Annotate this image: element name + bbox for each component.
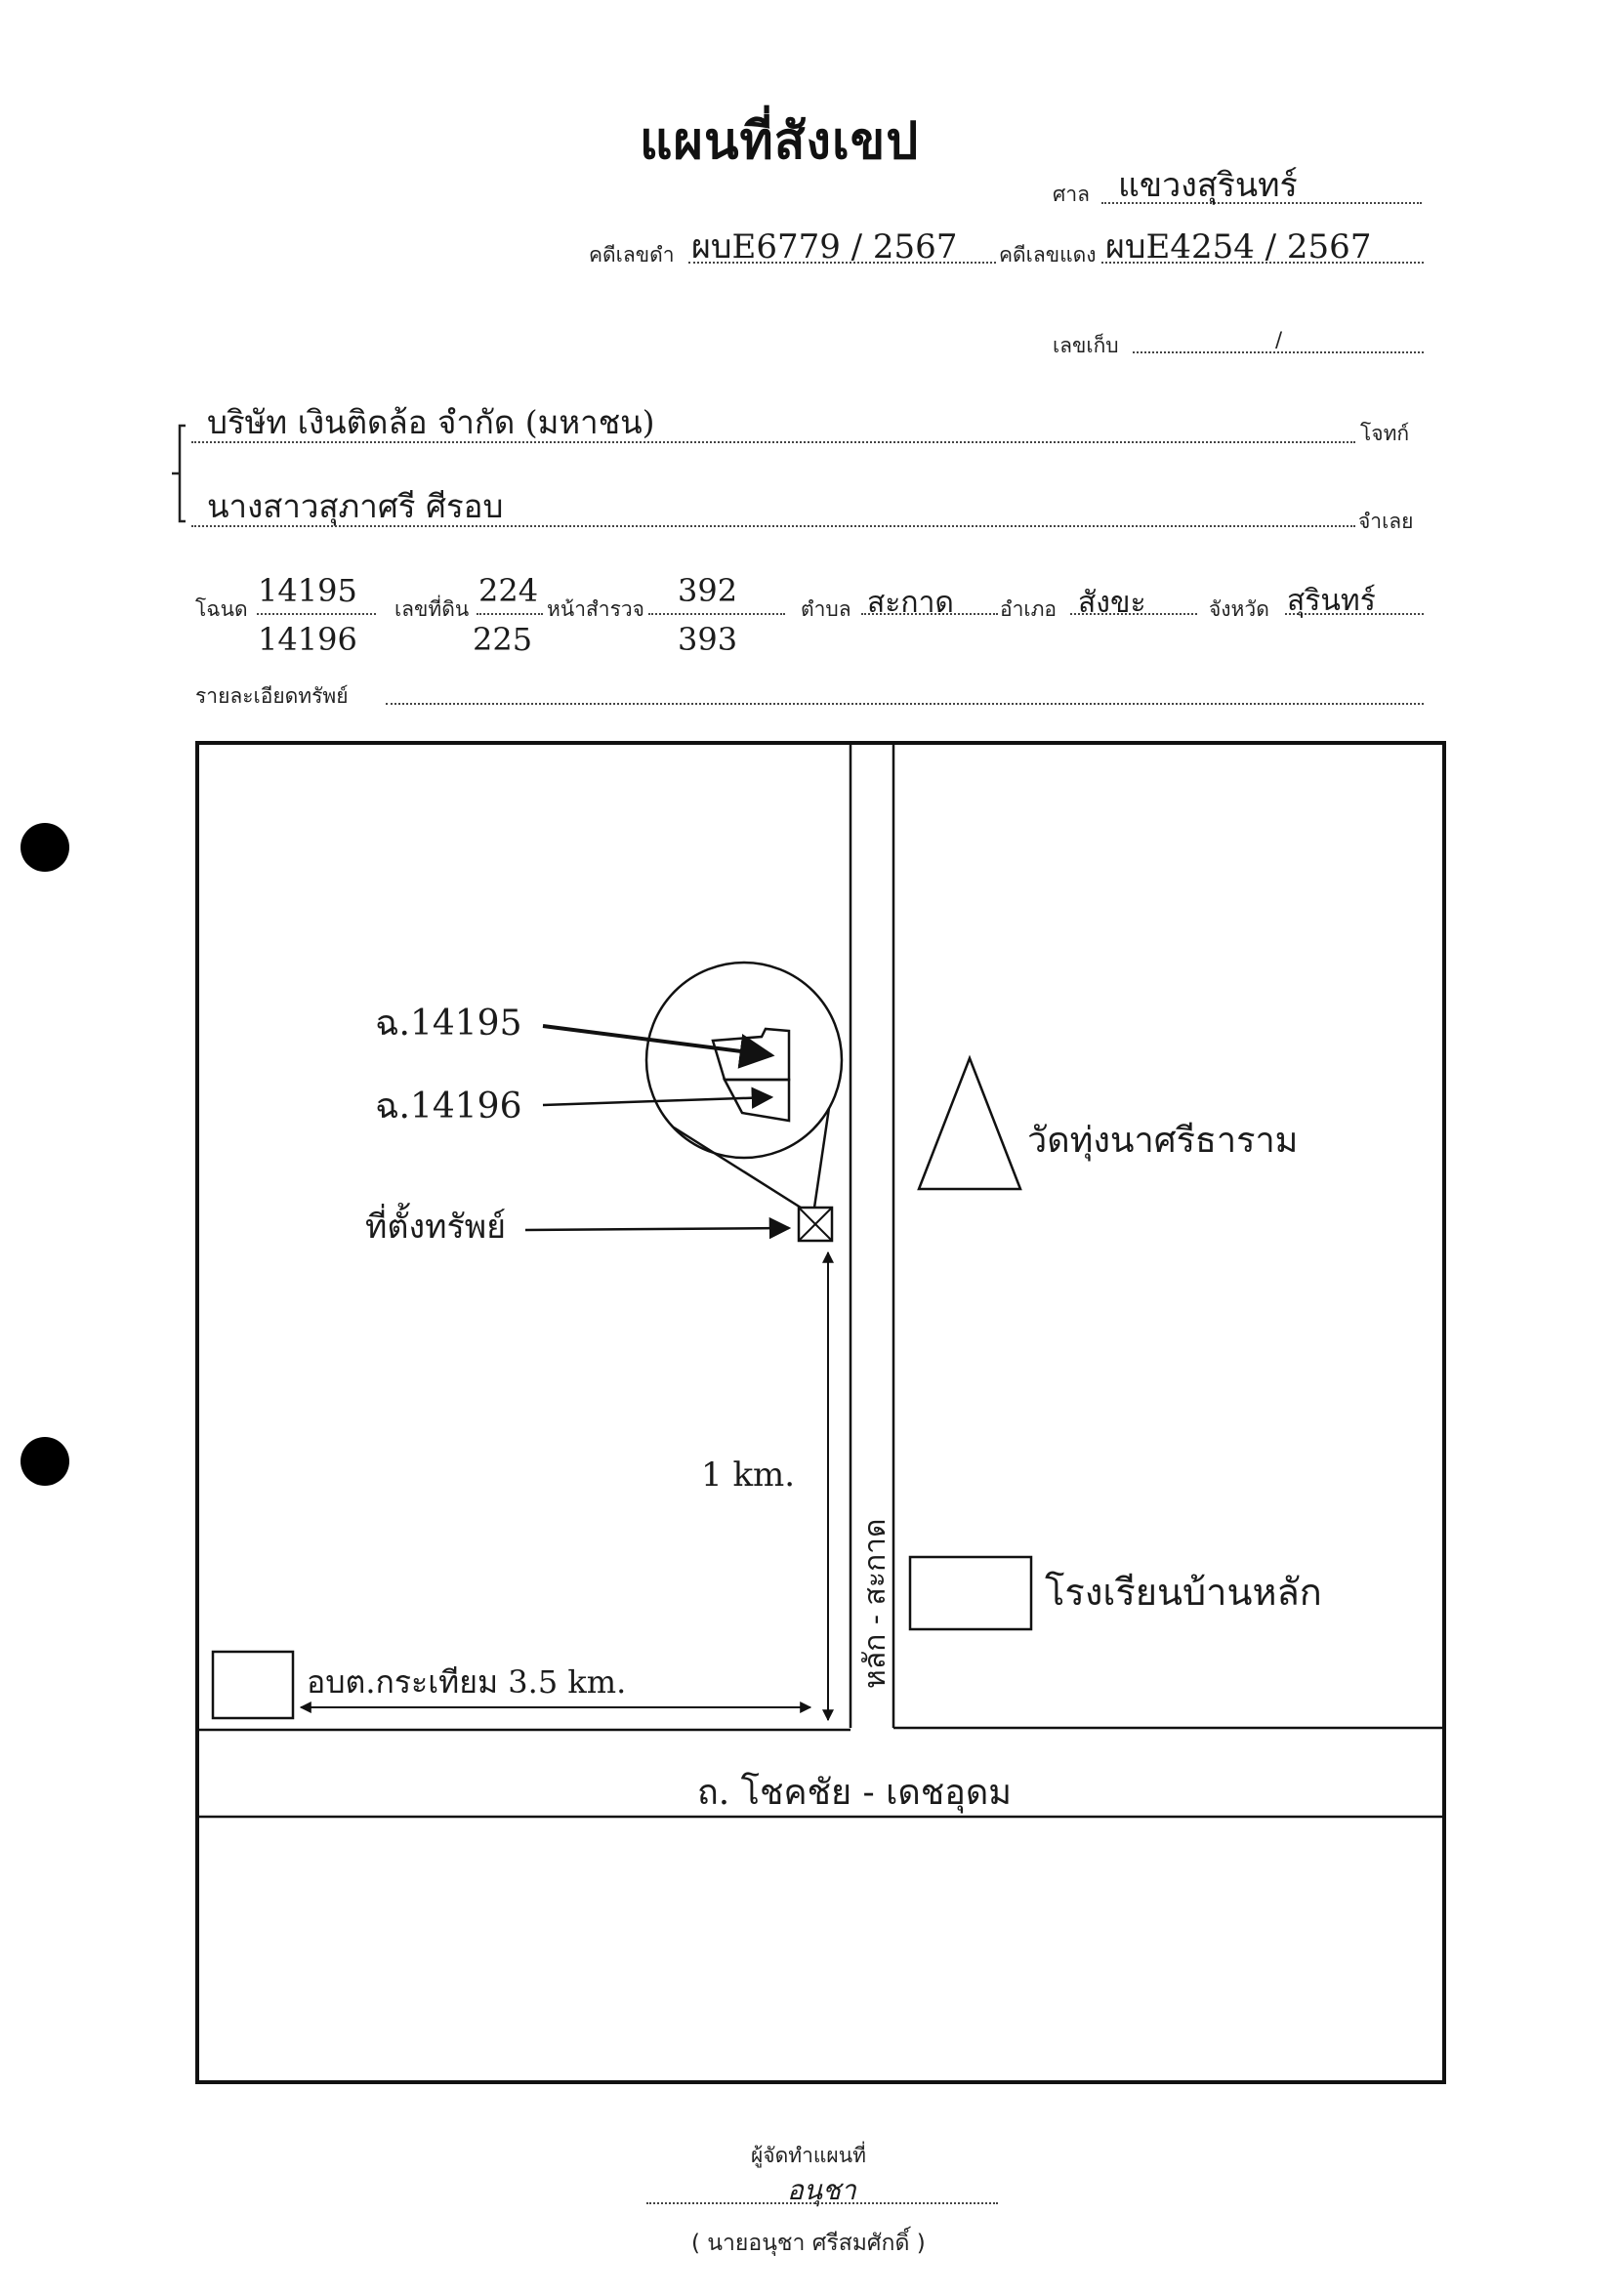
label-deed-14196: ฉ.14196 xyxy=(375,1086,522,1127)
property-location-arrow xyxy=(524,1216,792,1240)
zoom-line-right xyxy=(812,1107,831,1209)
red-case-label: คดีเลขแดง xyxy=(999,243,1097,266)
subdistrict-dotted-line xyxy=(861,613,998,615)
label-distance-1km: 1 km. xyxy=(701,1456,795,1495)
land-no-dotted-line xyxy=(477,613,543,615)
red-case-dotted-line xyxy=(1101,262,1424,264)
black-case-label: คดีเลขดำ xyxy=(589,243,675,266)
black-case-dotted-line xyxy=(688,262,996,264)
property-location-marker xyxy=(797,1206,834,1243)
label-side-road: หลัก - สะกาด xyxy=(858,1519,892,1689)
survey-page-dotted-line xyxy=(648,613,785,615)
subdistrict-value: สะกาด xyxy=(867,586,954,620)
page-title: แผนที่สังเขป xyxy=(640,112,920,171)
province-label: จังหวัด xyxy=(1209,597,1269,621)
land-no-value-1: 224 xyxy=(478,572,539,609)
deed-value-1: 14195 xyxy=(258,572,357,609)
land-no-value-2: 225 xyxy=(473,621,533,658)
plaintiff-value: บริษัท เงินติดล้อ จำกัด (มหาชน) xyxy=(207,403,655,441)
plaintiff-label: โจทก์ xyxy=(1360,422,1410,445)
black-case-value: ผบE6779 / 2567 xyxy=(691,227,958,266)
land-no-label: เลขที่ดิน xyxy=(394,597,470,621)
preparer-label: ผู้จัดทำแผนที่ xyxy=(751,2144,866,2167)
province-dotted-line xyxy=(1285,613,1424,615)
deed-14195-arrow xyxy=(542,1024,775,1069)
label-sao: อบต.กระเทียม 3.5 km. xyxy=(307,1663,626,1701)
zoom-line-left xyxy=(673,1126,802,1210)
court-dotted-line xyxy=(1101,202,1422,204)
preparer-signature: อนุชา xyxy=(787,2174,856,2206)
preparer-name: ( นายอนุชา ศรีสมศักดิ์ ) xyxy=(691,2231,926,2256)
district-label: อำเภอ xyxy=(1000,597,1058,621)
survey-page-value-1: 392 xyxy=(678,572,738,609)
punch-hole-top xyxy=(21,823,69,872)
storage-label: เลขเก็บ xyxy=(1053,334,1119,357)
label-temple: วัดทุ่งนาศรีธาราม xyxy=(1027,1121,1298,1162)
school-box-icon xyxy=(908,1555,1033,1631)
temple-triangle-icon xyxy=(917,1054,1022,1191)
province-value: สุรินทร์ xyxy=(1287,584,1376,618)
court-label: ศาล xyxy=(1053,183,1090,206)
parcel-14196 xyxy=(722,1078,791,1123)
district-value: สังขะ xyxy=(1078,586,1146,620)
property-details-label: รายละเอียดทรัพย์ xyxy=(195,684,349,708)
parties-bracket xyxy=(172,424,186,523)
deed-value-2: 14196 xyxy=(258,621,357,658)
storage-value: / xyxy=(1275,328,1283,351)
deed-dotted-line xyxy=(257,613,376,615)
storage-dotted-line xyxy=(1133,351,1424,353)
signature-dotted-line xyxy=(646,2202,998,2204)
district-dotted-line xyxy=(1070,613,1197,615)
property-details-dotted-line xyxy=(386,703,1424,705)
sao-box-icon xyxy=(211,1650,295,1720)
court-value: แขวงสุรินทร์ xyxy=(1118,166,1298,205)
label-school: โรงเรียนบ้านหลัก xyxy=(1045,1571,1322,1614)
defendant-label: จำเลย xyxy=(1358,510,1414,533)
survey-page-label: หน้าสำรวจ xyxy=(547,597,644,621)
zoom-circle xyxy=(644,961,844,1160)
defendant-dotted-line xyxy=(191,525,1355,527)
subdistrict-label: ตำบล xyxy=(801,597,851,621)
label-main-road: ถ. โชคชัย - เดชอุดม xyxy=(697,1772,1012,1814)
punch-hole-bottom xyxy=(21,1437,69,1486)
red-case-value: ผบE4254 / 2567 xyxy=(1105,227,1372,266)
map-frame xyxy=(195,741,1446,2084)
defendant-value: นางสาวสุภาศรี ศีรอบ xyxy=(207,487,504,525)
deed-14196-arrow xyxy=(542,1086,774,1109)
label-property-location: ที่ตั้งทรัพย์ xyxy=(365,1203,506,1247)
deed-label: โฉนด xyxy=(195,597,248,621)
survey-page-value-2: 393 xyxy=(678,621,738,658)
plaintiff-dotted-line xyxy=(191,441,1355,443)
label-deed-14195: ฉ.14195 xyxy=(375,1004,522,1044)
